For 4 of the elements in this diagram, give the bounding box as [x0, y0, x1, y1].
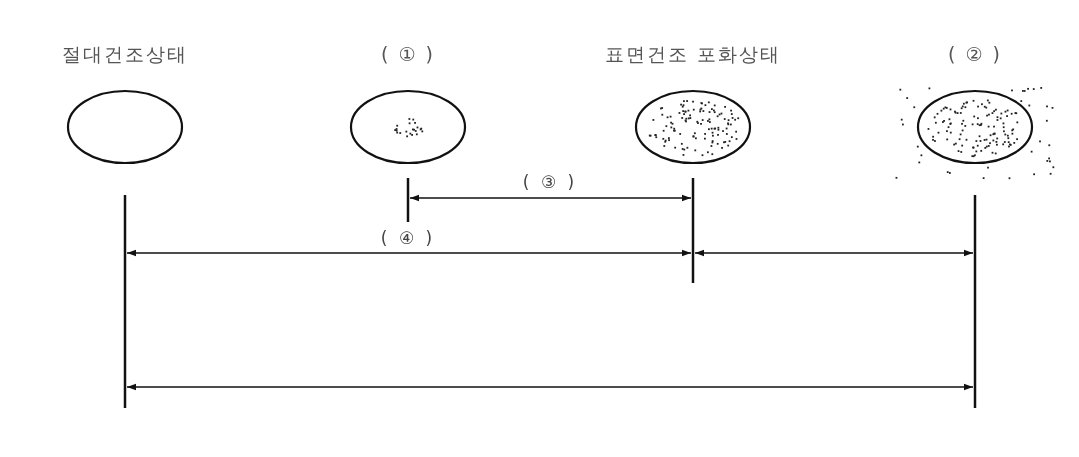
state-label: ( ② ) [948, 42, 1002, 67]
state-label: ( ① ) [381, 42, 435, 67]
state-label: 절대건조상태 [62, 42, 188, 67]
state-label: 표면건조 포화상태 [604, 42, 781, 67]
